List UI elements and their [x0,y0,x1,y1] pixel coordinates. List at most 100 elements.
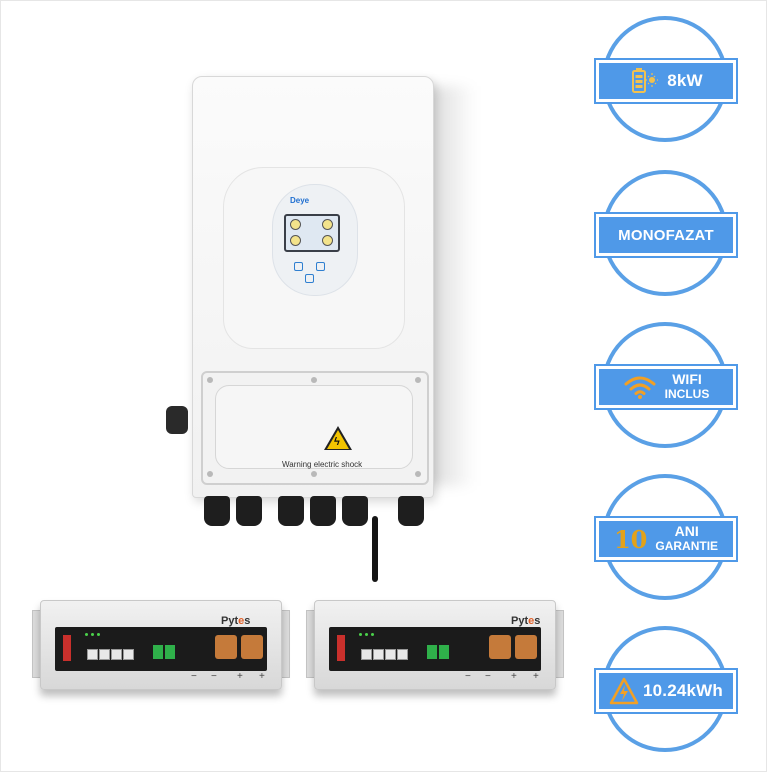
warranty-text: ANI GARANTIE [655,524,718,554]
battery-body: Pytes − − + + [40,600,282,690]
inverter-key-icon [316,262,325,271]
badge-band: WIFI INCLUS [596,366,736,408]
status-led [97,633,100,636]
comm-port [111,649,122,660]
warning-bolt-icon [609,677,639,705]
dip-switch [153,645,163,659]
screw [311,471,317,477]
capacity-badge: 10.24kWh [596,626,738,768]
lcd-gauge-icon [290,219,301,230]
plus-sign: + [237,671,243,682]
dip-switch [439,645,449,659]
warranty-line1: ANI [674,523,699,539]
comm-port [99,649,110,660]
screw [415,471,421,477]
brand-text: s [244,615,251,627]
minus-sign: − [485,671,491,682]
wifi-badge: WIFI INCLUS [596,322,738,464]
power-badge: 8kW [596,16,738,158]
minus-sign: − [465,671,471,682]
warning-triangle-fill [327,430,349,449]
screw [207,377,213,383]
plus-sign: + [511,671,517,682]
wifi-icon [623,374,657,400]
screw [207,471,213,477]
cable-gland [398,496,424,526]
brand-text: s [534,615,541,627]
warning-label: Warning electric shock [282,460,363,469]
warranty-line2: GARANTIE [655,539,719,553]
battery-terminal [515,635,537,659]
battery-module: Pytes − − + + [32,600,290,694]
minus-sign: − [191,671,197,682]
status-led [85,633,88,636]
dip-switch [165,645,175,659]
battery-front-panel [329,627,541,671]
status-led [359,633,362,636]
inverter-body: Deye ϟ Warning electric shock [192,76,434,498]
status-led [365,633,368,636]
lightning-bolt-icon: ϟ [334,436,340,448]
screw [311,377,317,383]
battery-front-panel [55,627,267,671]
cable-gland [310,496,336,526]
brand-accent: e [528,615,535,627]
battery-brand: Pytes [511,615,540,627]
cable-gland [236,496,262,526]
comm-port [373,649,384,660]
warranty-badge: 10 ANI GARANTIE [596,474,738,616]
hybrid-inverter: Deye ϟ Warning electric shock [166,76,434,582]
battery-brand: Pytes [221,615,250,627]
status-led [371,633,374,636]
phase-badge: MONOFAZAT [596,170,738,312]
power-label: 8kW [667,71,703,90]
screw [415,377,421,383]
plus-sign: + [259,671,265,682]
badge-band: MONOFAZAT [596,214,736,256]
cable-gland [278,496,304,526]
badge-band: 8kW [596,60,736,102]
lcd-gauge-icon [322,219,333,230]
lcd-gauge-icon [322,235,333,246]
wifi-text: WIFI INCLUS [665,372,710,402]
warranty-years: 10 [613,524,648,554]
lcd-gauge-icon [290,235,301,246]
battery-sun-icon [629,67,659,95]
dc-switch-knob [166,406,188,434]
comm-port [385,649,396,660]
wifi-line2: INCLUS [664,387,710,401]
inverter-key-icon [294,262,303,271]
battery-module: Pytes − − + + [306,600,564,694]
brand-accent: e [238,615,245,627]
cable-gland [342,496,368,526]
comm-port [361,649,372,660]
comm-port [87,649,98,660]
status-led [91,633,94,636]
battery-terminal [215,635,237,659]
cable-gland [204,496,230,526]
inverter-lcd-screen [284,214,340,252]
plus-sign: + [533,671,539,682]
comm-port [123,649,134,660]
inverter-front-panel: Deye [223,167,405,349]
brand-text: Pyt [221,615,239,627]
power-switch [337,635,345,661]
power-switch [63,635,71,661]
dip-switch [427,645,437,659]
inverter-brand: Deye [290,196,310,205]
brand-text: Pyt [511,615,529,627]
inverter-wiring-cover: ϟ Warning electric shock [201,371,429,485]
power-cable [372,516,378,582]
battery-terminal [241,635,263,659]
capacity-label: 10.24kWh [642,681,724,700]
wifi-line1: WIFI [672,371,702,387]
minus-sign: − [211,671,217,682]
battery-body: Pytes − − + + [314,600,556,690]
wiring-cover-inner: ϟ Warning electric shock [215,385,413,469]
comm-port [397,649,408,660]
inverter-key-icon [305,274,314,283]
phase-label: MONOFAZAT [618,226,714,244]
badge-band: 10.24kWh [596,670,736,712]
battery-terminal [489,635,511,659]
badge-band: 10 ANI GARANTIE [596,518,736,560]
